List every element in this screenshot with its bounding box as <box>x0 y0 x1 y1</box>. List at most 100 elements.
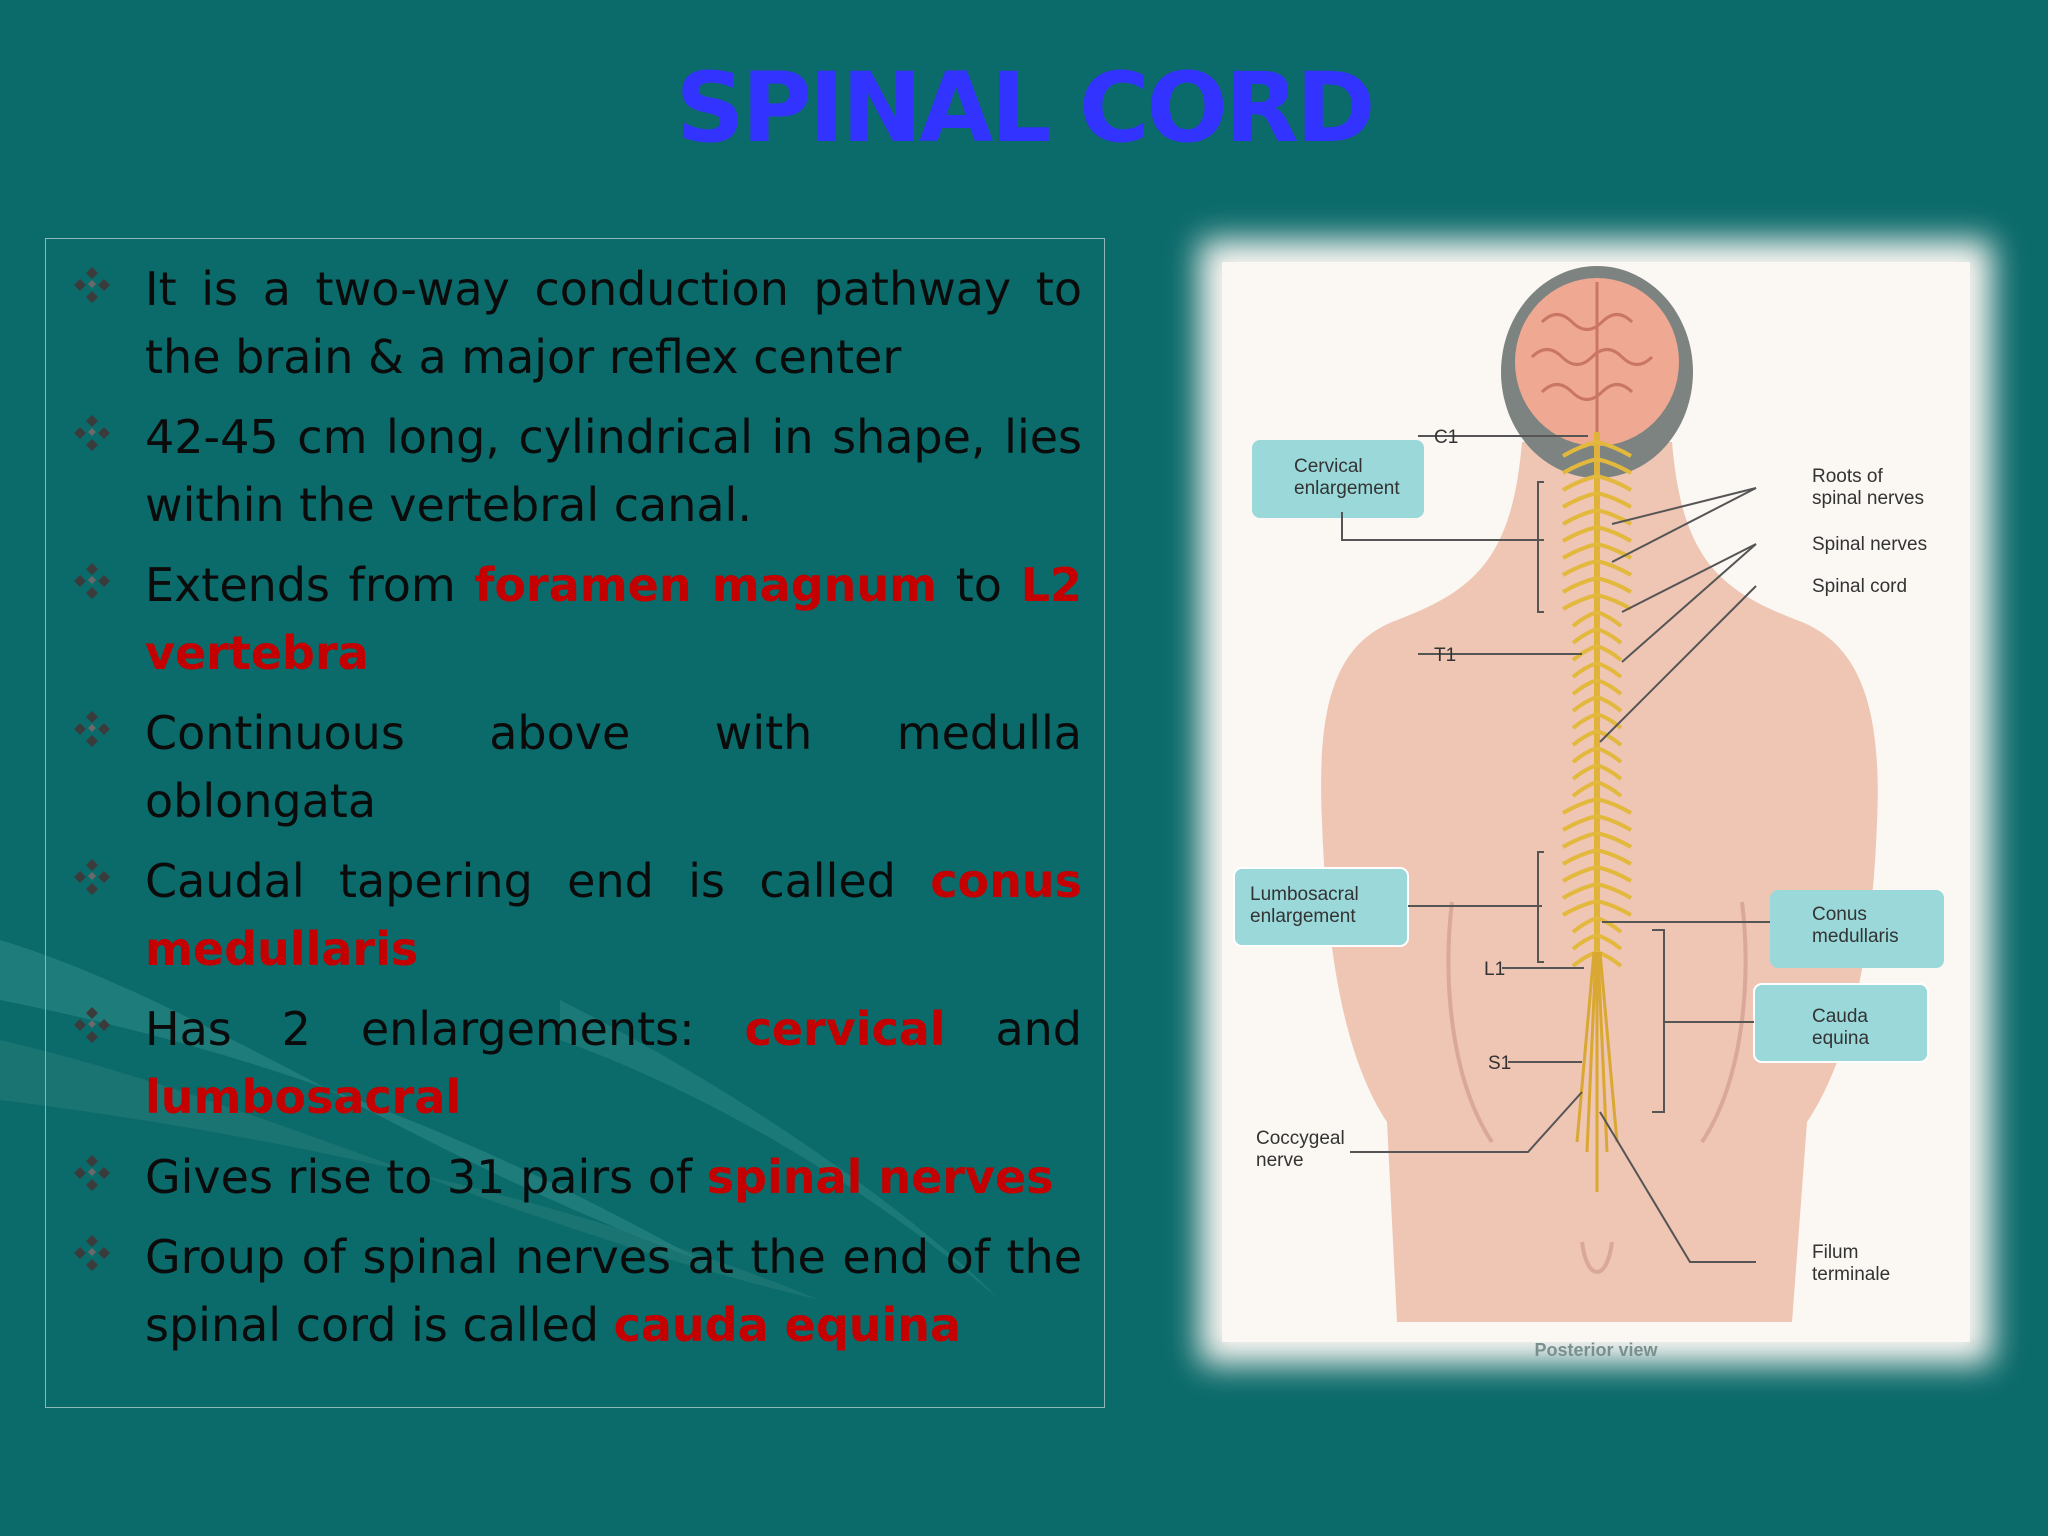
bullet-text: Caudal tapering end is called <box>145 854 931 908</box>
highlight-term: spinal nerves <box>706 1150 1054 1204</box>
label-cervical-2: enlargement <box>1294 478 1400 499</box>
anatomy-figure: Cervical enlargement Lumbosacral enlarge… <box>1233 266 1944 1322</box>
nerve-branch <box>1596 474 1633 492</box>
label-c1: C1 <box>1434 427 1458 448</box>
cervical-enlargement-box <box>1252 440 1424 518</box>
nerve-branch <box>1596 559 1633 577</box>
four-diamond-bullet-icon <box>74 563 110 599</box>
nerve-branch <box>1571 644 1598 662</box>
nerve-branch <box>1596 491 1633 509</box>
label-lumbosacral: Lumbosacral <box>1250 884 1359 905</box>
nerve-branch <box>1571 916 1598 934</box>
nerve-branch <box>1571 780 1598 798</box>
bullet-item: Has 2 enlargements: cervical and lumbosa… <box>46 995 1104 1131</box>
four-diamond-bullet-icon <box>74 1007 110 1043</box>
highlight-term: lumbosacral <box>145 1070 462 1124</box>
nerve-branch <box>1561 440 1598 458</box>
bullet-list: It is a two-way conduction pathway to th… <box>46 255 1104 1371</box>
nerve-branch <box>1596 542 1633 560</box>
bullet-text: 42-45 cm long, cylindrical in shape, lie… <box>145 410 1082 532</box>
nerve-branch <box>1561 474 1598 492</box>
four-diamond-bullet-icon <box>74 859 110 895</box>
nerve-branch <box>1561 491 1598 509</box>
highlight-term: conus medullaris <box>145 854 1082 976</box>
nerve-branch <box>1571 746 1598 764</box>
nerve-branch <box>1596 865 1633 883</box>
label-s1: S1 <box>1488 1053 1511 1074</box>
spinal-cord-illustration: Cervical enlargement Lumbosacral enlarge… <box>1222 262 1970 1342</box>
bullet-item: Gives rise to 31 pairs of spinal nerves <box>46 1143 1104 1211</box>
nerve-branch <box>1561 508 1598 526</box>
nerve-branch <box>1596 627 1623 645</box>
nerve-branch <box>1596 763 1623 781</box>
nerve-branch <box>1561 576 1598 594</box>
conus-medullaris-box <box>1770 890 1944 968</box>
label-cervical: Cervical <box>1294 456 1363 477</box>
four-diamond-bullet-icon <box>74 1155 110 1191</box>
nerve-branch <box>1596 440 1633 458</box>
label-spinal-nerves: Spinal nerves <box>1812 534 1927 555</box>
label-roots-2: spinal nerves <box>1812 488 1924 509</box>
bullet-item: 42-45 cm long, cylindrical in shape, lie… <box>46 403 1104 539</box>
label-roots: Roots of <box>1812 466 1883 487</box>
slide-title: SPINAL CORD <box>675 52 1375 164</box>
spinal-nerves <box>1561 440 1633 968</box>
label-coccygeal-2: nerve <box>1256 1150 1304 1171</box>
label-filum: Filum <box>1812 1242 1858 1263</box>
nerve-branch <box>1571 678 1598 696</box>
nerve-branch <box>1561 457 1598 475</box>
bullet-text: to <box>937 558 1021 612</box>
bullet-text: and <box>945 1002 1083 1056</box>
label-lumbosacral-2: enlargement <box>1250 906 1356 927</box>
nerve-branch <box>1561 593 1598 611</box>
nerve-branch <box>1596 678 1623 696</box>
four-diamond-bullet-icon <box>74 711 110 747</box>
bullet-text-box: It is a two-way conduction pathway to th… <box>45 238 1105 1408</box>
label-cauda: Cauda <box>1812 1006 1868 1027</box>
nerve-branch <box>1561 525 1598 543</box>
nerve-branch <box>1571 729 1598 747</box>
bullet-text: Has 2 enlargements: <box>145 1002 745 1056</box>
bullet-text: Continuous above with medulla oblongata <box>145 706 1082 828</box>
nerve-branch <box>1596 814 1633 832</box>
nerve-branch <box>1596 848 1633 866</box>
nerve-branch <box>1571 763 1598 781</box>
nerve-branch <box>1596 457 1633 475</box>
nerve-branch <box>1561 542 1598 560</box>
four-diamond-bullet-icon <box>74 1235 110 1271</box>
nerve-branch <box>1571 933 1598 951</box>
nerve-branch <box>1561 797 1598 815</box>
nerve-branch <box>1596 610 1623 628</box>
bullet-item: Caudal tapering end is called conus medu… <box>46 847 1104 983</box>
nerve-branch <box>1596 933 1623 951</box>
nerve-branch <box>1596 525 1633 543</box>
highlight-term: foramen magnum <box>474 558 938 612</box>
nerve-branch <box>1596 712 1623 730</box>
label-l1: L1 <box>1484 959 1505 980</box>
bullet-text: Gives rise to 31 pairs of <box>145 1150 707 1204</box>
bullet-item: Continuous above with medulla oblongata <box>46 699 1104 835</box>
nerve-branch <box>1571 627 1598 645</box>
nerve-branch <box>1561 814 1598 832</box>
nerve-branch <box>1561 831 1598 849</box>
nerve-branch <box>1596 882 1633 900</box>
nerve-branch <box>1561 865 1598 883</box>
nerve-branch <box>1571 695 1598 713</box>
four-diamond-bullet-icon <box>74 267 110 303</box>
nerve-branch <box>1596 831 1633 849</box>
bullet-text: Extends from <box>145 558 475 612</box>
label-coccygeal: Coccygeal <box>1256 1128 1345 1149</box>
nerve-branch <box>1596 899 1633 917</box>
nerve-branch <box>1596 644 1623 662</box>
nerve-branch <box>1571 610 1598 628</box>
nerve-branch <box>1596 695 1623 713</box>
label-t1: T1 <box>1434 645 1456 666</box>
highlight-term: L2 vertebra <box>145 558 1082 680</box>
label-filum-2: terminale <box>1812 1264 1890 1285</box>
nerve-branch <box>1596 780 1623 798</box>
nerve-branch <box>1561 882 1598 900</box>
nerve-branch <box>1561 559 1598 577</box>
nerve-branch <box>1596 576 1633 594</box>
nerve-branch <box>1571 661 1598 679</box>
bullet-item: It is a two-way conduction pathway to th… <box>46 255 1104 391</box>
